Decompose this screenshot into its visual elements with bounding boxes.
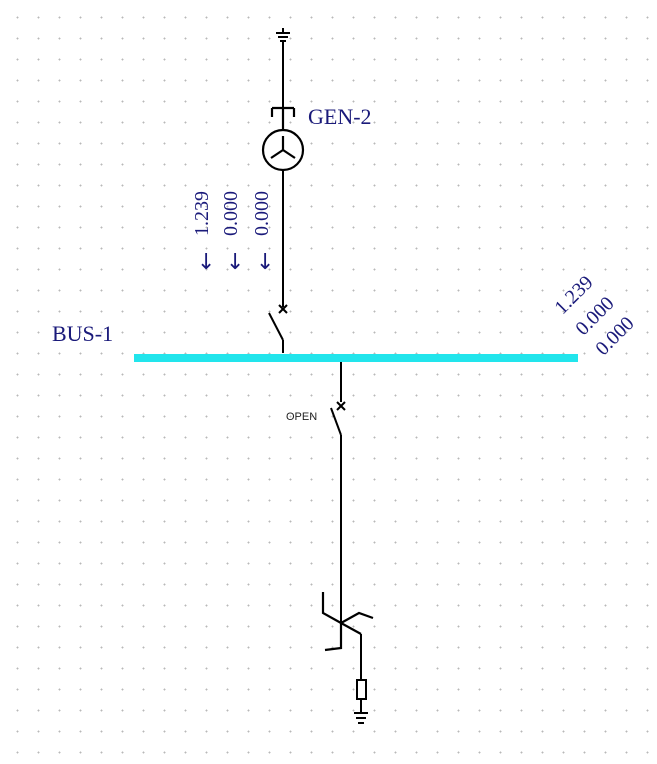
feeder-breaker-state-label: OPEN	[286, 411, 318, 423]
generator-flow-2: 0.000	[220, 191, 242, 236]
generator-name-label[interactable]: GEN-2	[308, 104, 372, 129]
flow-arrow-down-icon: ↓	[226, 250, 245, 275]
bus-name-label[interactable]: BUS-1	[52, 321, 114, 346]
grounding-transformer-icon	[321, 592, 374, 652]
generator-wye-icon	[261, 108, 305, 172]
generator-ground-icon	[276, 28, 290, 42]
flow-arrow-down-icon: ↓	[256, 250, 275, 275]
bus-bar-hit[interactable]	[134, 352, 578, 364]
generator-flow-1: 1.239	[191, 191, 213, 236]
neutral-resistor[interactable]	[353, 676, 370, 704]
feeder-breaker-icon	[330, 401, 346, 436]
flow-arrow-down-icon: ↓	[197, 250, 216, 275]
generator-flow-3: 0.000	[251, 191, 273, 236]
generator-breaker[interactable]	[265, 302, 291, 346]
generator-symbol[interactable]	[262, 128, 304, 172]
grounding-transformer[interactable]	[320, 588, 376, 654]
feeder-breaker[interactable]	[328, 399, 350, 439]
resistor-ground-icon	[354, 712, 368, 724]
generator-breaker-icon	[268, 304, 288, 353]
